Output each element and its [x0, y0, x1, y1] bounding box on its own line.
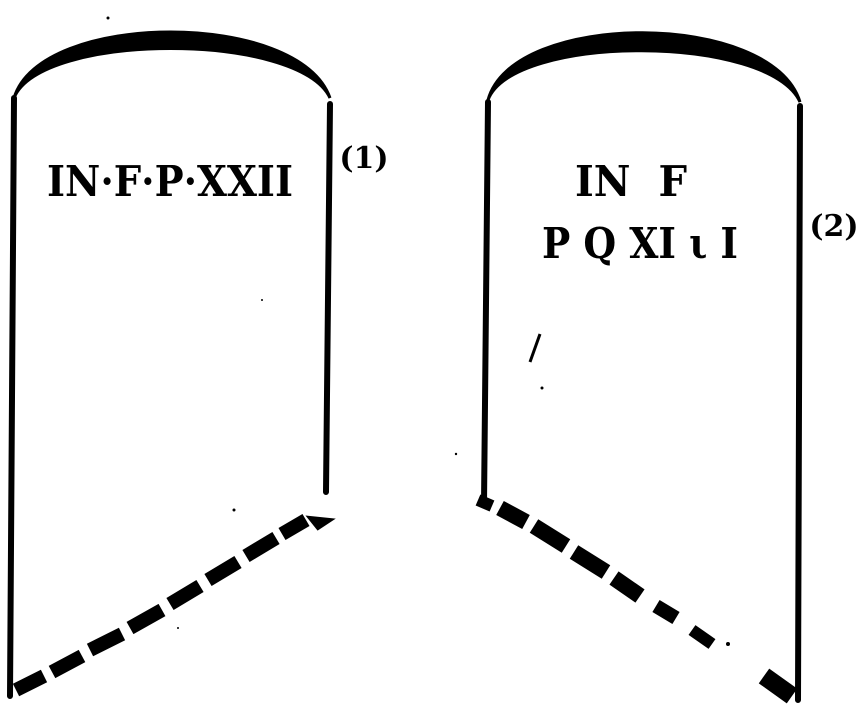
tombstone-2-arch	[488, 33, 800, 102]
tombstone-2: IN F P Q XI ι I (2)	[478, 33, 859, 700]
scan-speckles	[107, 17, 731, 647]
tombstone-1-right-edge	[326, 104, 330, 492]
tombstone-1-inscription-line-1: IN·F·P·XXII	[47, 157, 293, 206]
tombstone-2-left-edge	[484, 102, 488, 504]
tombstone-2-base-dashes	[478, 500, 792, 696]
tombstone-2-right-edge	[798, 106, 800, 700]
tombstone-2-stray-mark	[530, 334, 540, 362]
tombstone-2-inscription-line-1: IN F	[575, 157, 687, 206]
tombstone-2-label: (2)	[809, 209, 858, 244]
tombstone-1-arch	[14, 32, 330, 98]
tombstone-1-base-dashes	[16, 518, 330, 690]
tombstone-2-inscription-line-2: P Q XI ι I	[542, 219, 738, 268]
tombstone-1-label: (1)	[339, 141, 388, 176]
tombstone-1: IN·F·P·XXII (1)	[10, 32, 389, 696]
tombstone-1-left-edge	[10, 98, 14, 696]
